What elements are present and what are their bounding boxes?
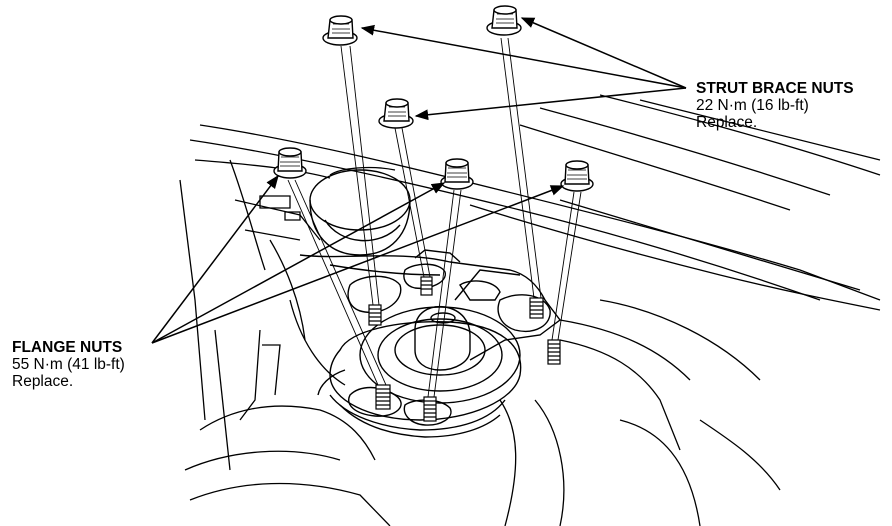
strut-brace-nuts-callout: STRUT BRACE NUTS 22 N·m (16 lb-ft) Repla… <box>696 80 854 131</box>
strut-brace-torque: 22 N·m (16 lb-ft) <box>696 97 809 114</box>
flange-leaders <box>151 174 565 344</box>
strut-leader-2 <box>520 17 687 89</box>
stud-c <box>529 297 544 319</box>
strut-brace-heading: STRUT BRACE NUTS <box>696 80 854 97</box>
flange-leader-1 <box>151 174 279 344</box>
strut-brace-note: Replace. <box>696 114 758 131</box>
flange-heading: FLANGE NUTS <box>12 339 123 356</box>
strut-leader-3 <box>414 87 687 121</box>
strut-tower <box>299 169 561 438</box>
stud-b <box>420 276 433 296</box>
strut-brace-leaders <box>360 17 687 121</box>
flange-nut-1 <box>273 147 307 179</box>
strut-brace-nut-3 <box>378 98 414 129</box>
strut-brace-nuts <box>322 5 522 129</box>
strut-leader-1 <box>360 24 687 89</box>
flange-nuts-callout: FLANGE NUTS 55 N·m (41 lb-ft) Replace. <box>12 339 125 390</box>
mounting-studs <box>368 276 561 422</box>
alignment-guides <box>287 37 582 398</box>
flange-leader-3 <box>151 185 565 344</box>
flange-nut-3 <box>560 160 594 192</box>
flange-leader-2 <box>151 182 446 344</box>
stud-e <box>375 384 391 410</box>
flange-nuts <box>273 147 594 192</box>
flange-nut-2 <box>440 158 474 190</box>
stud-d <box>547 339 561 365</box>
stud-f <box>423 396 437 422</box>
stud-a <box>368 304 382 326</box>
flange-note: Replace. <box>12 373 74 390</box>
strut-brace-nut-2 <box>486 5 522 36</box>
flange-torque: 55 N·m (41 lb-ft) <box>12 356 125 373</box>
strut-brace-nut-1 <box>322 15 358 46</box>
